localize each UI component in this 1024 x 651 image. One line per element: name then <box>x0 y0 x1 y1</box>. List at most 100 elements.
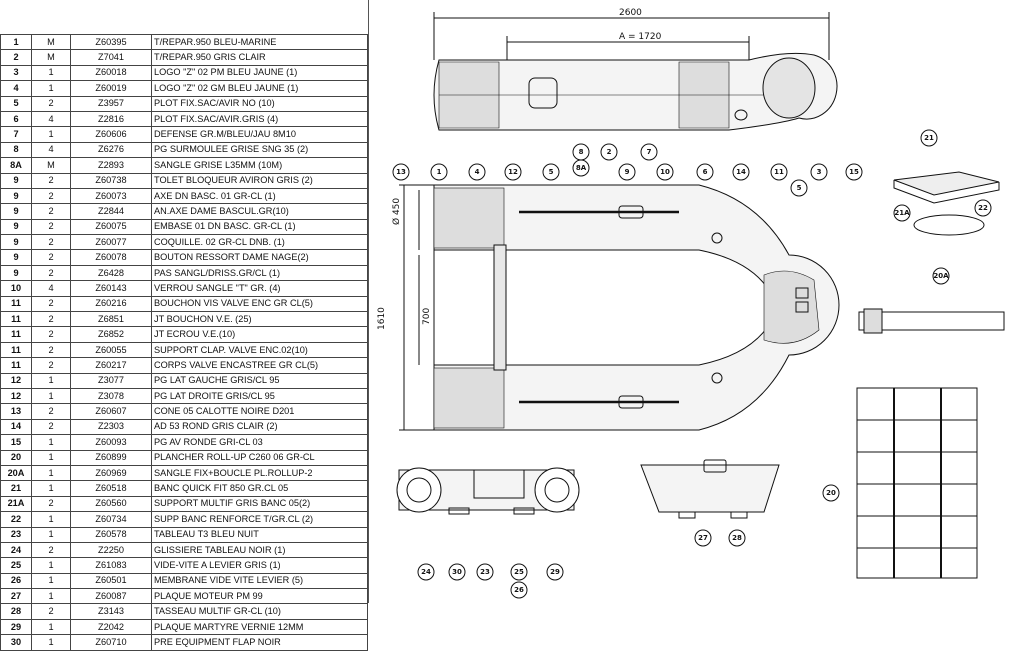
part-code: Z60143 <box>70 280 152 297</box>
part-qty: 2 <box>31 357 71 374</box>
part-qty: 1 <box>31 80 71 97</box>
part-ref: 9 <box>0 234 32 251</box>
callout-label: 15 <box>849 168 859 176</box>
callout-5: 5 <box>790 179 808 197</box>
part-description: PG LAT GAUCHE GRIS/CL 95 <box>151 372 368 389</box>
strap-20a <box>858 311 1005 331</box>
part-code: Z61083 <box>70 557 152 574</box>
part-code: Z60518 <box>70 480 152 497</box>
part-description: PLAQUE MARTYRE VERNIE 12MM <box>151 618 368 636</box>
part-ref: 7 <box>0 126 32 143</box>
callout-label: 28 <box>732 534 742 542</box>
part-description: AN.AXE DAME BASCUL.GR(10) <box>151 203 368 220</box>
part-description: PG LAT DROITE GRIS/CL 95 <box>151 387 368 405</box>
part-ref: 11 <box>0 295 32 313</box>
callout-label: 5 <box>797 184 802 192</box>
part-ref: 30 <box>0 634 32 651</box>
part-code: Z2250 <box>70 541 152 559</box>
callout-label: 22 <box>978 204 988 212</box>
part-ref: 21A <box>0 495 32 513</box>
part-ref: 13 <box>0 403 32 420</box>
part-description: LOGO "Z" 02 GM BLEU JAUNE (1) <box>151 80 368 97</box>
part-ref: 9 <box>0 187 32 205</box>
part-qty: 2 <box>31 264 71 282</box>
part-qty: M <box>31 49 71 66</box>
callout-label: 23 <box>480 568 490 576</box>
part-description: PLANCHER ROLL-UP C260 06 GR-CL <box>151 449 368 466</box>
part-qty: 2 <box>31 95 71 112</box>
part-code: Z60018 <box>70 64 152 82</box>
part-description: AXE DN BASC. 01 GR-CL (1) <box>151 187 368 205</box>
part-ref: 2 <box>0 49 32 66</box>
part-code: Z60077 <box>70 234 152 251</box>
diameter-dim-label: Ø 450 <box>391 198 402 225</box>
callout-label: 25 <box>514 568 524 576</box>
callout-label: 3 <box>817 168 822 176</box>
callout-label: 30 <box>452 568 462 576</box>
part-qty: 1 <box>31 511 71 528</box>
part-qty: 1 <box>31 588 71 605</box>
part-description: MEMBRANE VIDE VITE LEVIER (5) <box>151 572 368 590</box>
part-qty: 1 <box>31 572 71 590</box>
callout-label: 12 <box>508 168 518 176</box>
part-qty: 4 <box>31 141 71 159</box>
part-description: T/REPAR.950 GRIS CLAIR <box>151 49 368 66</box>
part-qty: 2 <box>31 218 71 236</box>
part-qty: 1 <box>31 480 71 497</box>
part-description: TOLET BLOQUEUR AVIRON GRIS (2) <box>151 172 368 189</box>
part-ref: 8A <box>0 157 32 174</box>
part-qty: 1 <box>31 372 71 389</box>
part-ref: 9 <box>0 264 32 282</box>
callout-label: 8 <box>579 148 584 156</box>
part-ref: 12 <box>0 387 32 405</box>
part-description: AD 53 ROND GRIS CLAIR (2) <box>151 418 368 436</box>
part-ref: 23 <box>0 526 32 543</box>
part-description: PG AV RONDE GRI-CL 03 <box>151 434 368 451</box>
part-code: Z2844 <box>70 203 152 220</box>
part-qty: 2 <box>31 541 71 559</box>
part-code: Z3957 <box>70 95 152 112</box>
part-code: Z6428 <box>70 264 152 282</box>
a-dim-label: A = 1720 <box>619 32 662 42</box>
part-description: COQUILLE. 02 GR-CL DNB. (1) <box>151 234 368 251</box>
part-qty: 2 <box>31 603 71 620</box>
part-qty: 2 <box>31 203 71 220</box>
part-code: Z6852 <box>70 326 152 343</box>
part-ref: 11 <box>0 326 32 343</box>
part-description: PRE EQUIPMENT FLAP NOIR <box>151 634 368 651</box>
part-ref: 20A <box>0 464 32 482</box>
part-qty: 1 <box>31 557 71 574</box>
callout-3: 3 <box>810 163 828 181</box>
callout-15: 15 <box>845 163 863 181</box>
callout-30: 30 <box>448 563 466 581</box>
part-description: PG SURMOULEE GRISE SNG 35 (2) <box>151 141 368 159</box>
part-qty: 1 <box>31 387 71 405</box>
part-description: BOUTON RESSORT DAME NAGE(2) <box>151 249 368 266</box>
callout-21: 21 <box>920 129 938 147</box>
callout-12: 12 <box>504 163 522 181</box>
callout-24: 24 <box>417 563 435 581</box>
part-ref: 9 <box>0 203 32 220</box>
part-description: BOUCHON VIS VALVE ENC GR CL(5) <box>151 295 368 313</box>
part-ref: 11 <box>0 357 32 374</box>
part-description: SUPP BANC RENFORCE T/GR.CL (2) <box>151 511 368 528</box>
callout-label: 10 <box>660 168 670 176</box>
